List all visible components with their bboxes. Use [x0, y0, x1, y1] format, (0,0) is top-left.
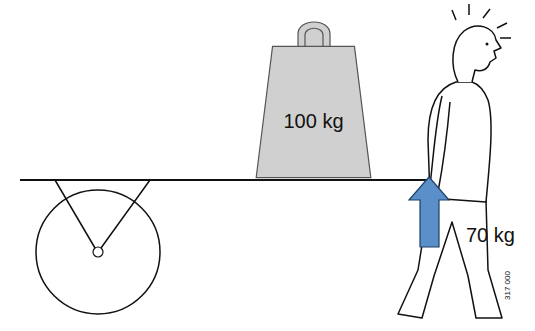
- wheel-fork: [55, 180, 150, 248]
- person-legs: [398, 195, 502, 318]
- person: [398, 4, 511, 318]
- weight-handle: [298, 22, 330, 46]
- weight-shape: [256, 46, 371, 177]
- weight-label: 100 kg: [283, 110, 343, 133]
- wheel-hub: [93, 247, 103, 257]
- wheel: [36, 190, 160, 314]
- weight-block: 100 kg: [255, 45, 372, 179]
- person-head: [453, 26, 501, 82]
- person-arm: [430, 96, 450, 192]
- force-label: 70 kg: [466, 224, 515, 247]
- force-arrow: [409, 177, 449, 247]
- figure-number: 317 000: [503, 271, 512, 300]
- stress-marks: [452, 4, 511, 38]
- person-eye: [486, 43, 489, 46]
- barrow-beam: [20, 179, 428, 181]
- person-torso: [428, 82, 491, 202]
